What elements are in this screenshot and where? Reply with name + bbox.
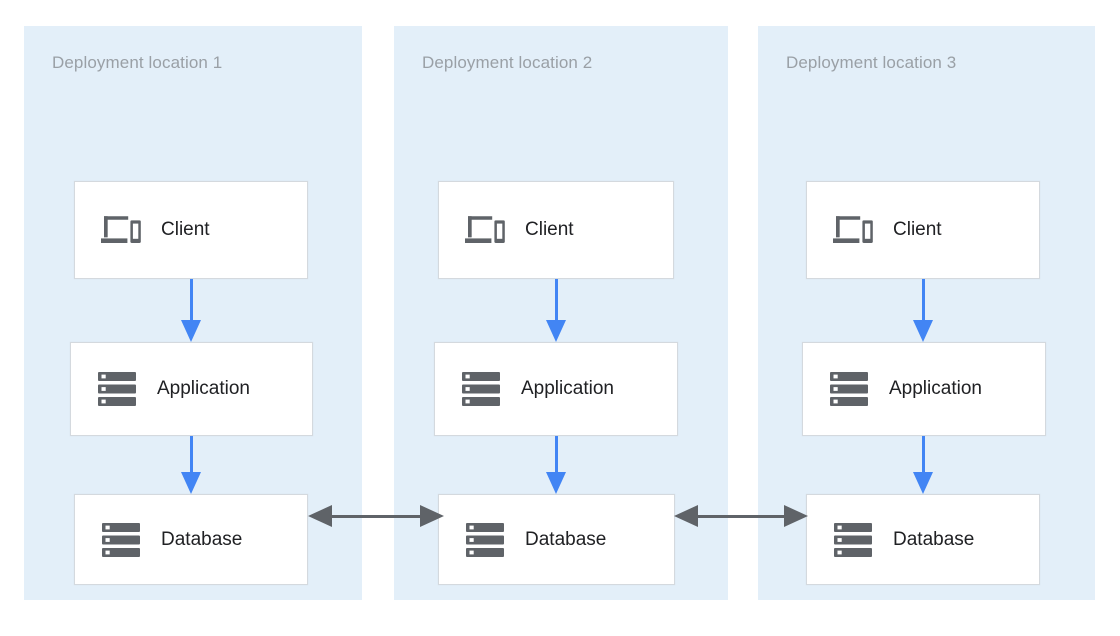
client-to-application-arrow-2: [546, 279, 566, 342]
server-rack-icon: [827, 369, 871, 409]
database-replication-arrow-2-3: [674, 505, 808, 529]
deployment-location-2-database-node[interactable]: Database: [438, 494, 675, 585]
server-rack-icon: [463, 520, 507, 560]
arrow-head: [181, 472, 201, 494]
arrow-head-left: [308, 505, 332, 527]
deployment-location-1-application-label: Application: [157, 378, 250, 399]
deployment-location-2-application-label: Application: [521, 378, 614, 399]
server-rack-icon: [99, 520, 143, 560]
deployment-location-3-client-label: Client: [893, 219, 942, 240]
arrow-shaft: [190, 436, 193, 472]
client-to-application-arrow-1: [181, 279, 201, 342]
deployment-location-3-database-node[interactable]: Database: [806, 494, 1040, 585]
deployment-location-3-application-node[interactable]: Application: [802, 342, 1046, 436]
client-to-application-arrow-3: [913, 279, 933, 342]
deployment-location-3-panel: Deployment location 3 Client: [758, 26, 1095, 600]
deployment-location-3-application-label: Application: [889, 378, 982, 399]
arrow-shaft: [330, 515, 422, 518]
arrow-shaft: [922, 279, 925, 320]
application-to-database-arrow-2: [546, 436, 566, 494]
deployment-location-1-database-label: Database: [161, 528, 243, 550]
server-rack-icon: [459, 369, 503, 409]
deployment-location-3-database-label: Database: [893, 528, 975, 550]
server-rack-icon: [831, 520, 875, 560]
arrow-shaft: [190, 279, 193, 320]
application-to-database-arrow-1: [181, 436, 201, 494]
deployment-location-1-panel: Deployment location 1 Client: [24, 26, 362, 600]
deployment-location-2-application-node[interactable]: Application: [434, 342, 678, 436]
deployment-location-3-title: Deployment location 3: [786, 53, 957, 72]
arrow-shaft: [696, 515, 786, 518]
deployment-location-2-database-label: Database: [525, 528, 607, 550]
arrow-shaft: [555, 279, 558, 320]
laptop-phone-icon: [463, 210, 507, 250]
application-to-database-arrow-3: [913, 436, 933, 494]
arrow-head-right: [784, 505, 808, 527]
arrow-head: [913, 320, 933, 342]
server-rack-icon: [95, 369, 139, 409]
arrow-shaft: [922, 436, 925, 472]
arrow-shaft: [555, 436, 558, 472]
arrow-head: [181, 320, 201, 342]
database-replication-arrow-1-2: [308, 505, 444, 529]
arrow-head: [546, 320, 566, 342]
deployment-location-2-title: Deployment location 2: [422, 53, 593, 72]
deployment-location-2-client-node[interactable]: Client: [438, 181, 674, 279]
laptop-phone-icon: [831, 210, 875, 250]
deployment-location-1-title: Deployment location 1: [52, 53, 223, 72]
deployment-location-2-panel: Deployment location 2 Client: [394, 26, 728, 600]
arrow-head: [913, 472, 933, 494]
deployment-location-3-client-node[interactable]: Client: [806, 181, 1040, 279]
arrow-head-right: [420, 505, 444, 527]
deployment-location-1-application-node[interactable]: Application: [70, 342, 313, 436]
arrow-head-left: [674, 505, 698, 527]
deployment-location-1-client-node[interactable]: Client: [74, 181, 308, 279]
deployment-location-2-client-label: Client: [525, 219, 574, 240]
arrow-head: [546, 472, 566, 494]
deployment-location-1-client-label: Client: [161, 219, 210, 240]
deployment-location-1-database-node[interactable]: Database: [74, 494, 308, 585]
laptop-phone-icon: [99, 210, 143, 250]
